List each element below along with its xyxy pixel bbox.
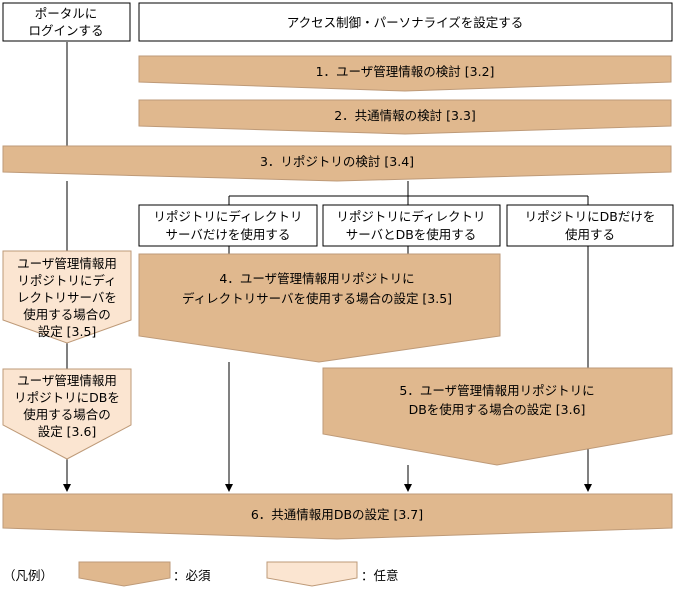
optional-step-db-shape [2, 368, 132, 460]
branch-db-only-box [506, 204, 674, 247]
legend-title: （凡例） [3, 568, 53, 583]
optional-step-directory-label-5: 設定 [3.5] [38, 324, 97, 339]
step4-shape [138, 253, 501, 363]
login-box [2, 2, 131, 42]
branch-directory-only-box [138, 204, 318, 247]
optional-step-directory-label-4: 使用する場合の [23, 307, 111, 322]
legend-required-swatch [78, 561, 171, 587]
access-control-box [138, 2, 673, 42]
access-control-label: アクセス制御・パーソナライズを設定する [287, 15, 524, 30]
optional-step-directory-label-3: レクトリサーバを [17, 290, 117, 305]
legend-optional-swatch [266, 561, 358, 587]
step6-shape [2, 493, 673, 540]
step1-label: 1．ユーザ管理情報の検討 [3.2] [316, 64, 495, 79]
login-label-1: ポータルに [35, 6, 98, 21]
optional-step-db-label-2: リポジトリにDBを [14, 390, 120, 405]
legend-optional-label: ：任意 [361, 568, 399, 583]
branch-directory-only-label-1: リポジトリにディレクトリ [153, 209, 302, 224]
branch-db-only-label-2: 使用する [565, 227, 615, 242]
branch-directory-and-db-label-2: サーバとDBを使用する [346, 227, 477, 242]
branch-directory-and-db-label-1: リポジトリにディレクトリ [336, 209, 485, 224]
login-label-2: ログインする [28, 23, 103, 38]
optional-step-db-label-1: ユーザ管理情報用 [17, 373, 117, 388]
step4-label-2: ディレクトリサーバを使用する場合の設定 [3.5] [182, 291, 452, 306]
step3-label: 3．リポジトリの検討 [3.4] [260, 154, 414, 169]
branch-db-only-label-1: リポジトリにDBだけを [525, 209, 656, 224]
step5-shape [322, 367, 673, 466]
step4-label-1: 4．ユーザ管理情報用リポジトリに [219, 271, 414, 286]
step2-label: 2．共通情報の検討 [3.3] [334, 108, 476, 123]
optional-step-directory-label-1: ユーザ管理情報用 [17, 256, 117, 271]
step1-shape [138, 55, 672, 92]
optional-step-db-label-4: 設定 [3.6] [38, 424, 97, 439]
optional-step-db-label-3: 使用する場合の [23, 407, 111, 422]
optional-step-directory-shape [2, 250, 132, 344]
step6-label: 6．共通情報用DBの設定 [3.7] [251, 507, 423, 522]
step5-label-2: DBを使用する場合の設定 [3.6] [409, 402, 586, 417]
step2-shape [138, 99, 672, 135]
branch-directory-only-label-2: サーバだけを使用する [166, 227, 291, 242]
step3-shape [2, 145, 672, 182]
legend-required-label: ：必須 [173, 568, 211, 583]
step5-label-1: 5．ユーザ管理情報用リポジトリに [399, 383, 594, 398]
legend: （凡例） ：必須 ：任意 [3, 561, 399, 587]
branch-directory-and-db-box [322, 204, 501, 247]
optional-step-directory-label-2: リポジトリにディ [17, 273, 116, 288]
